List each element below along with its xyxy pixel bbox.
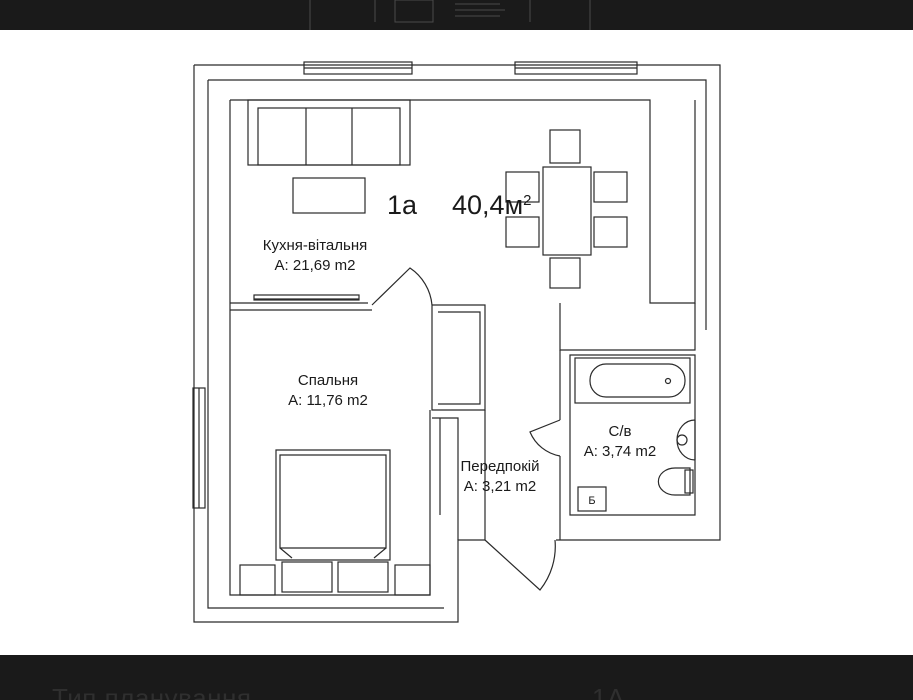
coffee-table — [292, 177, 366, 214]
toilet — [657, 467, 691, 496]
bathtub — [574, 357, 691, 404]
sofa — [247, 99, 411, 166]
total-area-value: 40,4 — [452, 190, 505, 220]
room-name-hall: Передпокій — [461, 458, 540, 475]
dining-table — [542, 166, 592, 256]
door-entrance-arc — [484, 539, 556, 591]
room-name-bathroom: С/в — [609, 423, 632, 440]
bottom-dark-bar: Тип планування 1А — [0, 655, 913, 700]
door-living-arc — [371, 267, 433, 306]
layout-type-label: Тип планування — [52, 683, 252, 700]
unit-code: 1а — [387, 190, 418, 220]
room-area-hall: A: 3,21 m2 — [464, 478, 537, 495]
sink — [676, 419, 696, 461]
room-area-bathroom: A: 3,74 m2 — [584, 443, 657, 460]
top-bar-preview-strip — [309, 0, 591, 30]
total-area-unit: м — [505, 190, 524, 220]
total-area-sup: 2 — [523, 192, 531, 209]
tv-console — [253, 294, 360, 301]
outer-wall-outline — [193, 64, 721, 623]
door-bath-arc — [529, 419, 561, 457]
room-area-living: A: 21,69 m2 — [275, 257, 356, 274]
inner-wall-outline — [207, 79, 707, 609]
layout-type-value: 1А — [592, 683, 625, 700]
room-area-bedroom: A: 11,76 m2 — [288, 392, 368, 409]
room-name-bedroom: Спальня — [298, 372, 358, 389]
boiler — [577, 486, 607, 512]
bed — [275, 449, 391, 561]
room-name-living: Кухня-вітальня — [263, 237, 367, 254]
total-area: 40,4м2 — [452, 190, 531, 220]
top-dark-bar — [0, 0, 913, 30]
boiler-mark: Б — [588, 495, 595, 507]
